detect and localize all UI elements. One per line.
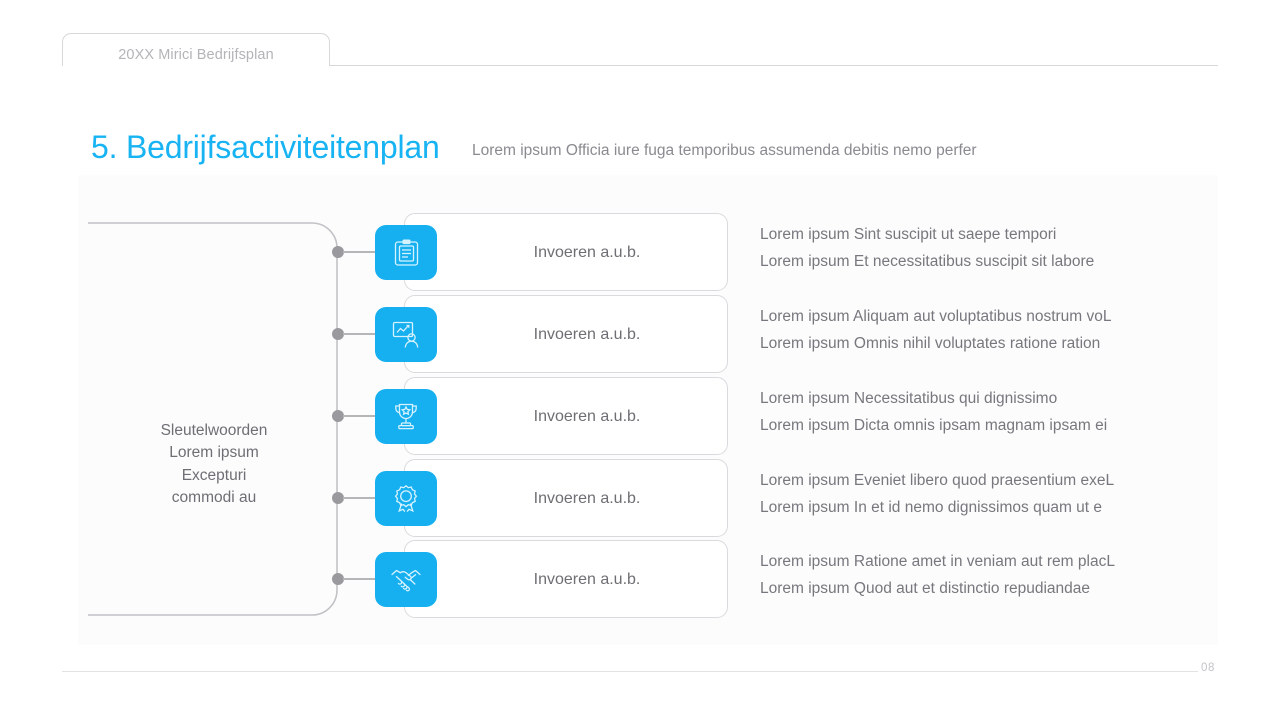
row-connector: [332, 328, 404, 340]
row-description-line-1: Lorem ipsum Sint suscipit ut saepe tempo…: [760, 226, 1057, 243]
node-dot: [332, 328, 344, 340]
handshake-icon: [375, 552, 437, 607]
entry-card[interactable]: Invoeren a.u.b.: [375, 540, 728, 618]
list-item: Invoeren a.u.b. Lorem ipsum Sint suscipi…: [332, 213, 1212, 291]
node-line: [343, 333, 404, 335]
node-dot: [332, 492, 344, 504]
header-divider: [330, 65, 1218, 66]
row-description: Lorem ipsum Sint suscipit ut saepe tempo…: [760, 221, 1212, 275]
entry-card[interactable]: Invoeren a.u.b.: [375, 295, 728, 373]
keywords-block: Sleutelwoorden Lorem ipsum Excepturi com…: [108, 420, 320, 509]
list-item: Invoeren a.u.b. Lorem ipsum Necessitatib…: [332, 377, 1212, 455]
row-description: Lorem ipsum Ratione amet in veniam aut r…: [760, 548, 1212, 602]
bracket-connector: [88, 222, 338, 616]
keyword-line-1: Sleutelwoorden: [160, 422, 268, 439]
keyword-line-4: commodi au: [171, 488, 257, 506]
row-description-line-1: Lorem ipsum Aliquam aut voluptatibus nos…: [760, 308, 1112, 325]
row-description-line-2: Lorem ipsum Et necessitatibus suscipit s…: [760, 253, 1095, 270]
list-item: Invoeren a.u.b. Lorem ipsum Aliquam aut …: [332, 295, 1212, 373]
document-tab[interactable]: [62, 33, 330, 66]
list-item: Invoeren a.u.b. Lorem ipsum Ratione amet…: [332, 540, 1212, 618]
node-line: [343, 251, 404, 253]
row-description-line-1: Lorem ipsum Necessitatibus qui dignissim…: [760, 390, 1058, 407]
row-connector: [332, 410, 404, 422]
footer-divider: [62, 671, 1198, 672]
row-description: Lorem ipsum Aliquam aut voluptatibus nos…: [760, 303, 1212, 357]
row-description-line-2: Lorem ipsum Dicta omnis ipsam magnam ips…: [760, 417, 1108, 434]
node-line: [343, 578, 404, 580]
trophy-icon: [375, 389, 437, 444]
entry-card-label: Invoeren a.u.b.: [533, 490, 641, 507]
row-connector: [332, 246, 404, 258]
row-description-line-2: Lorem ipsum Omnis nihil voluptates ratio…: [760, 335, 1101, 352]
node-line: [343, 415, 404, 417]
row-connector: [332, 492, 404, 504]
presentation-chart-person-icon: [375, 307, 437, 362]
row-description: Lorem ipsum Eveniet libero quod praesent…: [760, 467, 1212, 521]
list-item: Invoeren a.u.b. Lorem ipsum Eveniet libe…: [332, 459, 1212, 537]
entry-card-label: Invoeren a.u.b.: [533, 326, 641, 343]
keyword-line-2: Lorem ipsum: [169, 444, 259, 462]
entry-card-label: Invoeren a.u.b.: [533, 571, 641, 588]
entry-card-label: Invoeren a.u.b.: [533, 408, 641, 425]
node-dot: [332, 573, 344, 585]
row-connector: [332, 573, 404, 585]
node-dot: [332, 246, 344, 258]
entry-card-label: Invoeren a.u.b.: [533, 244, 641, 261]
entry-card[interactable]: Invoeren a.u.b.: [375, 377, 728, 455]
keyword-line-3: Excepturi: [181, 466, 247, 484]
row-description-line-1: Lorem ipsum Eveniet libero quod praesent…: [760, 472, 1115, 489]
row-description-line-2: Lorem ipsum Quod aut et distinctio repud…: [760, 580, 1091, 597]
award-ribbon-icon: [375, 471, 437, 526]
page-number: 08: [1201, 662, 1215, 674]
row-description: Lorem ipsum Necessitatibus qui dignissim…: [760, 385, 1212, 439]
page-title: 5. Bedrijfsactiviteitenplan: [91, 129, 440, 165]
row-description-line-1: Lorem ipsum Ratione amet in veniam aut r…: [760, 553, 1115, 570]
node-line: [343, 497, 404, 499]
entry-card[interactable]: Invoeren a.u.b.: [375, 459, 728, 537]
clipboard-icon: [375, 225, 437, 280]
row-description-line-2: Lorem ipsum In et id nemo dignissimos qu…: [760, 499, 1103, 516]
header-bar: 20XX Mirici Bedrijfsplan: [0, 0, 1280, 90]
entry-card[interactable]: Invoeren a.u.b.: [375, 213, 728, 291]
page-subtitle: Lorem ipsum Officia iure fuga temporibus…: [472, 142, 977, 159]
node-dot: [332, 410, 344, 422]
document-tab-label: 20XX Mirici Bedrijfsplan: [118, 47, 274, 63]
